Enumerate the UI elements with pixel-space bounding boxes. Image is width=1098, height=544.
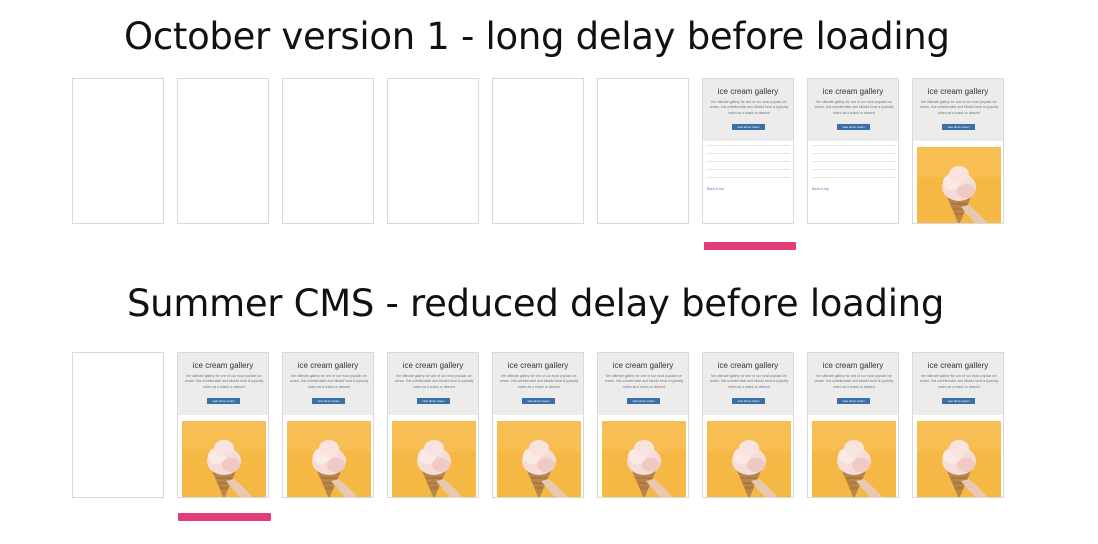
thumbnail-view-button: view all ice cream xyxy=(837,398,870,404)
thumbnail-footer-link: Back to top xyxy=(812,187,829,191)
filmstrip-frame-blank xyxy=(387,78,479,224)
thumbnail-title: ice cream gallery xyxy=(927,361,989,370)
thumbnail-header: ice cream gallery the ultimate gallery fo… xyxy=(808,79,898,141)
filmstrip-frame-blank xyxy=(597,78,689,224)
thumbnail-description: the ultimate gallery for one of our most… xyxy=(499,374,579,389)
thumbnail-title: ice cream gallery xyxy=(297,361,359,370)
filmstrip-frame-photo: ice cream gallery the ultimate gallery fo… xyxy=(702,352,794,498)
thumbnail-text-line xyxy=(707,145,790,146)
filmstrip-frame-text: ice cream gallery the ultimate gallery fo… xyxy=(807,78,899,224)
thumbnail-view-button: view all ice cream xyxy=(732,398,765,404)
ice-cream-photo xyxy=(917,147,1001,223)
first-render-marker xyxy=(704,242,796,250)
thumbnail-description: the ultimate gallery for one of our most… xyxy=(289,374,369,389)
thumbnail-title: ice cream gallery xyxy=(822,361,884,370)
thumbnail-description: the ultimate gallery for one of our most… xyxy=(814,100,894,115)
thumbnail-text-line xyxy=(812,145,895,146)
thumbnail-description: the ultimate gallery for one of our most… xyxy=(394,374,474,389)
thumbnail-description: the ultimate gallery for one of our most… xyxy=(709,100,789,115)
filmstrip-october: ice cream gallery the ultimate gallery fo… xyxy=(72,78,1012,227)
thumbnail-view-button: view all ice cream xyxy=(837,124,870,130)
thumbnail-header: ice cream gallery the ultimate gallery fo… xyxy=(808,353,898,415)
thumbnail-text-line xyxy=(707,153,790,154)
ice-cream-photo xyxy=(707,421,791,497)
thumbnail-text-line xyxy=(707,161,790,162)
thumbnail-title: ice cream gallery xyxy=(717,87,779,96)
ice-cream-photo xyxy=(917,421,1001,497)
first-render-marker xyxy=(178,513,271,521)
thumbnail-header: ice cream gallery the ultimate gallery fo… xyxy=(913,79,1003,141)
thumbnail-description: the ultimate gallery for one of our most… xyxy=(709,374,789,389)
thumbnail-header: ice cream gallery the ultimate gallery fo… xyxy=(178,353,268,415)
thumbnail-header: ice cream gallery the ultimate gallery fo… xyxy=(283,353,373,415)
section-title-summer-cms: Summer CMS - reduced delay before loadin… xyxy=(127,282,945,325)
filmstrip-frame-photo: ice cream gallery the ultimate gallery fo… xyxy=(282,352,374,498)
filmstrip-frame-photo: ice cream gallery the ultimate gallery fo… xyxy=(177,352,269,498)
filmstrip-frame-blank xyxy=(72,352,164,498)
filmstrip-summer-cms: ice cream gallery the ultimate gallery fo… xyxy=(72,352,1012,501)
thumbnail-text-line xyxy=(812,153,895,154)
ice-cream-photo xyxy=(497,421,581,497)
section-title-october: October version 1 - long delay before lo… xyxy=(124,15,950,58)
thumbnail-title: ice cream gallery xyxy=(507,361,569,370)
thumbnail-footer-link: Back to top xyxy=(707,187,724,191)
thumbnail-description: the ultimate gallery for one of our most… xyxy=(919,100,999,115)
filmstrip-frame-photo: ice cream gallery the ultimate gallery fo… xyxy=(387,352,479,498)
thumbnail-text-placeholder xyxy=(812,145,895,185)
thumbnail-text-line xyxy=(812,161,895,162)
filmstrip-frame-blank xyxy=(72,78,164,224)
thumbnail-title: ice cream gallery xyxy=(927,87,989,96)
thumbnail-view-button: view all ice cream xyxy=(312,398,345,404)
thumbnail-title: ice cream gallery xyxy=(612,361,674,370)
thumbnail-view-button: view all ice cream xyxy=(732,124,765,130)
thumbnail-view-button: view all ice cream xyxy=(942,398,975,404)
filmstrip-frame-photo: ice cream gallery the ultimate gallery fo… xyxy=(807,352,899,498)
thumbnail-text-line xyxy=(812,177,895,178)
thumbnail-text-line xyxy=(812,169,895,170)
thumbnail-header: ice cream gallery the ultimate gallery fo… xyxy=(493,353,583,415)
filmstrip-frame-blank xyxy=(492,78,584,224)
thumbnail-view-button: view all ice cream xyxy=(942,124,975,130)
filmstrip-frame-photo: ice cream gallery the ultimate gallery fo… xyxy=(912,352,1004,498)
thumbnail-description: the ultimate gallery for one of our most… xyxy=(604,374,684,389)
thumbnail-title: ice cream gallery xyxy=(822,87,884,96)
filmstrip-frame-photo: ice cream gallery the ultimate gallery fo… xyxy=(597,352,689,498)
thumbnail-title: ice cream gallery xyxy=(717,361,779,370)
filmstrip-frame-blank xyxy=(282,78,374,224)
ice-cream-photo xyxy=(812,421,896,497)
thumbnail-title: ice cream gallery xyxy=(192,361,254,370)
thumbnail-title: ice cream gallery xyxy=(402,361,464,370)
ice-cream-photo xyxy=(287,421,371,497)
thumbnail-description: the ultimate gallery for one of our most… xyxy=(919,374,999,389)
ice-cream-photo xyxy=(392,421,476,497)
thumbnail-header: ice cream gallery the ultimate gallery fo… xyxy=(703,79,793,141)
ice-cream-photo xyxy=(602,421,686,497)
filmstrip-frame-text: ice cream gallery the ultimate gallery fo… xyxy=(702,78,794,224)
thumbnail-header: ice cream gallery the ultimate gallery fo… xyxy=(598,353,688,415)
filmstrip-frame-photo: ice cream gallery the ultimate gallery fo… xyxy=(492,352,584,498)
thumbnail-view-button: view all ice cream xyxy=(207,398,240,404)
thumbnail-text-line xyxy=(707,169,790,170)
thumbnail-text-placeholder xyxy=(707,145,790,185)
thumbnail-description: the ultimate gallery for one of our most… xyxy=(814,374,894,389)
thumbnail-text-line xyxy=(707,177,790,178)
thumbnail-view-button: view all ice cream xyxy=(417,398,450,404)
thumbnail-header: ice cream gallery the ultimate gallery fo… xyxy=(703,353,793,415)
thumbnail-view-button: view all ice cream xyxy=(627,398,660,404)
thumbnail-header: ice cream gallery the ultimate gallery fo… xyxy=(913,353,1003,415)
thumbnail-description: the ultimate gallery for one of our most… xyxy=(184,374,264,389)
thumbnail-header: ice cream gallery the ultimate gallery fo… xyxy=(388,353,478,415)
ice-cream-photo xyxy=(182,421,266,497)
thumbnail-view-button: view all ice cream xyxy=(522,398,555,404)
filmstrip-frame-blank xyxy=(177,78,269,224)
filmstrip-frame-photo: ice cream gallery the ultimate gallery fo… xyxy=(912,78,1004,224)
